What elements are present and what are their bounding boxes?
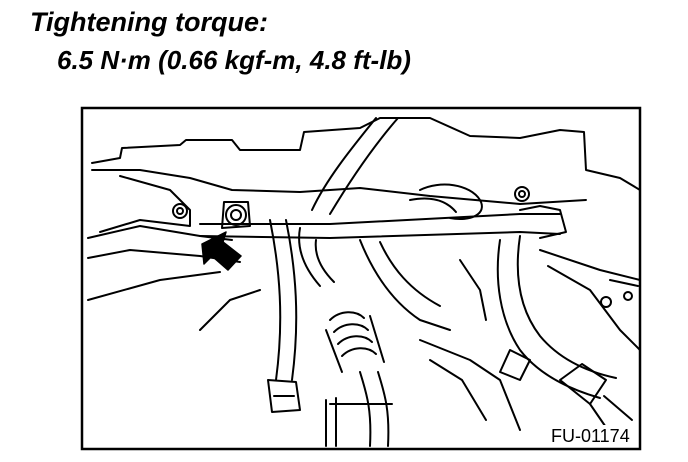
right-bolt (514, 186, 530, 202)
left-cable (269, 219, 282, 381)
upper-hose (311, 117, 377, 211)
housing-lower-edge (91, 169, 587, 205)
middle-hose (359, 239, 451, 331)
torque-title: Tightening torque: (30, 7, 268, 37)
engine-housing-outline (91, 117, 641, 191)
torque-spec: 6.5 N·m (0.66 kgf-m, 4.8 ft-lb) (57, 45, 411, 75)
right-pipe (496, 239, 601, 399)
left-bracket (99, 175, 191, 233)
pointer-arrow (201, 231, 242, 271)
left-bolt (172, 203, 188, 219)
fuel-rail (199, 213, 561, 225)
right-bracket (539, 249, 641, 281)
corrugated-boot (329, 311, 365, 321)
figure-id-label: FU-01174 (549, 425, 632, 447)
